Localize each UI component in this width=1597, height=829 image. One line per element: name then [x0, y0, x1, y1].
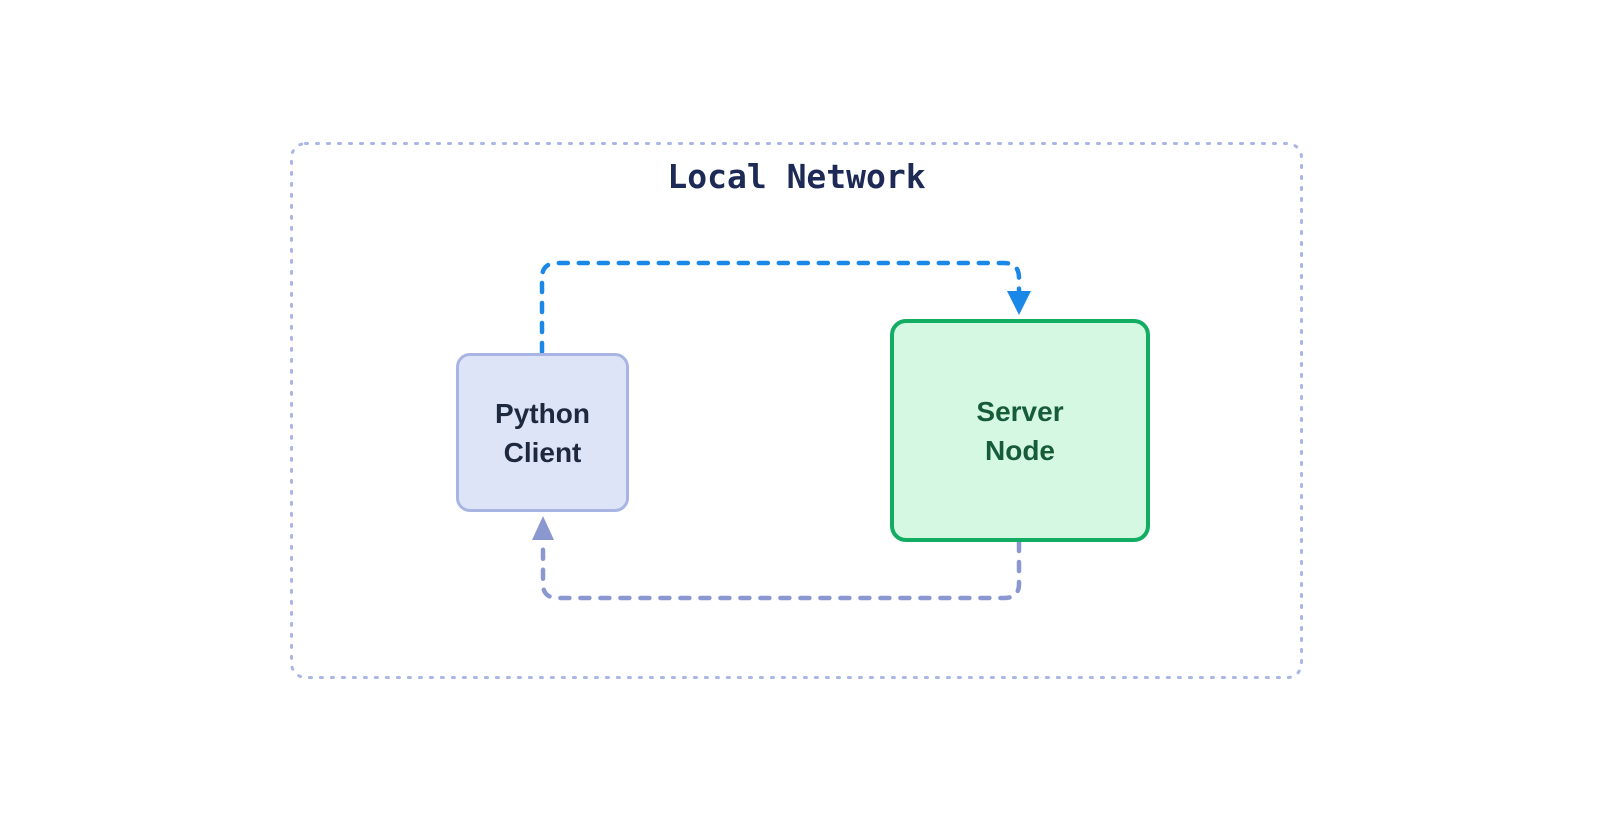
arrowhead-client-to-server: [1007, 291, 1031, 315]
edge-client-to-server: [539, 260, 1022, 355]
arrowhead-server-to-client: [532, 516, 554, 540]
edge-server-to-client: [540, 539, 1022, 601]
node-python-client: Python Client: [456, 353, 629, 512]
node-python-client-label: Python Client: [495, 397, 590, 468]
network-boundary-border: [290, 142, 1303, 679]
network-boundary-label: Local Network: [667, 157, 926, 196]
node-server-node-label: Server Node: [976, 395, 1064, 466]
node-server-node: Server Node: [890, 319, 1150, 542]
